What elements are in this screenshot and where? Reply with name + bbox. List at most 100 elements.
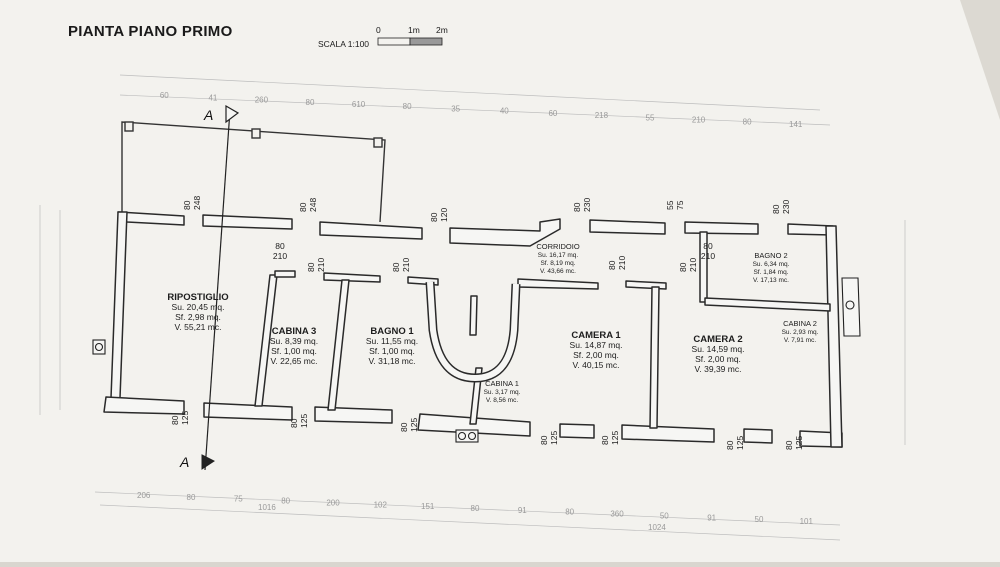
opening-width: 80 [539,435,549,445]
faint-dim-7: 35 [451,104,460,113]
faint-dim-5: 610 [352,100,366,109]
opening-width: 80 [600,435,610,445]
room-bagno2: BAGNO 2Su. 6,34 mq.Sf. 1,84 mq.V. 17,13 … [753,251,790,284]
room-sf: Sf. 1,00 mq. [271,346,317,356]
room-su: Su. 14,87 mq. [570,340,623,350]
room-name: BAGNO 1 [370,326,414,337]
room-camera1: CAMERA 1Su. 14,87 mq.Sf. 2,00 mq.V. 40,1… [570,330,623,370]
room-su: Su. 2,93 mq. [782,329,819,336]
fixtures [92,277,861,443]
faint-dim-11: 360 [610,510,624,519]
opening-height: 210 [617,256,627,270]
opening-width: 80 [182,200,192,210]
opening-height: 125 [735,436,745,450]
room-name: CAMERA 1 [571,330,621,341]
room-v: V. 7,91 mc. [784,337,816,344]
opening-width: 80 [572,202,582,212]
room-name: CABINA 3 [272,326,317,337]
opening-height: 125 [299,414,309,428]
chimney-left-circle [94,342,104,352]
faint-dim-2: 80 [187,493,196,502]
scale-tick-1m: 1m [408,25,420,35]
section-line [201,104,240,471]
section-label-bottom: A [179,454,189,470]
faint-dim-8: 40 [500,107,509,116]
faint-dim-12: 210 [692,116,706,125]
room-v: V. 39,39 mc. [695,364,742,374]
room-sf: Sf. 2,98 mq. [175,312,221,322]
faint-dim-10: 80 [565,508,574,517]
opening-height: 230 [582,198,592,212]
faint-dim-9: 60 [548,109,557,118]
room-name: BAGNO 2 [754,251,787,260]
room-v: V. 55,21 mc. [175,322,222,332]
opening-height: 125 [409,418,419,432]
opening-width: 80 [771,204,781,214]
walls [103,211,843,448]
room-cabina3: CABINA 3Su. 8,39 mq.Sf. 1,00 mq.V. 22,65… [270,326,318,366]
scale-tick-2m: 2m [436,25,448,35]
faint-dim-3: 260 [255,96,269,105]
opening-width: 80 [703,241,713,251]
opening-height: 210 [688,258,698,272]
room-name: CABINA 1 [485,379,519,388]
opening-height: 210 [701,251,715,261]
opening-height: 75 [675,200,685,210]
opening-height: 248 [308,198,318,212]
room-sf: Sf. 1,84 mq. [753,269,788,276]
opening-height: 210 [316,258,326,272]
opening-width: 55 [665,200,675,210]
faint-dim-3: 75 [234,495,243,504]
room-su: Su. 14,59 mq. [692,344,745,354]
opening-width: 80 [170,415,180,425]
faint-dim-11: 55 [646,113,655,122]
room-su: Su. 16,17 mq. [538,252,579,259]
opening-height: 210 [401,258,411,272]
opening-width: 80 [298,202,308,212]
faint-dim-13: 91 [707,513,716,522]
faint-dim-1: 206 [137,491,151,500]
room-su: Su. 6,34 mq. [753,261,790,268]
room-name: RIPOSTIGLIO [167,292,228,303]
room-su: Su. 11,55 mq. [366,336,418,346]
opening-width: 80 [399,422,409,432]
opening-width: 80 [275,241,285,251]
room-su: Su. 20,45 mq. [172,302,225,312]
room-cabina2: CABINA 2Su. 2,93 mq.V. 7,91 mc. [782,319,819,344]
opening-width: 80 [784,440,794,450]
opening-width: 80 [607,260,617,270]
room-camera2: CAMERA 2Su. 14,59 mq.Sf. 2,00 mq.V. 39,3… [692,334,745,374]
faint-dim-13: 80 [743,118,752,127]
room-su: Su. 8,39 mq. [270,336,318,346]
faint-dim-10: 218 [595,111,609,120]
opening-height: 120 [439,208,449,222]
faint-dim-6: 80 [403,102,412,111]
faint-total-left: 1016 [258,503,276,512]
opening-height: 210 [273,251,287,261]
faint-dimensions [39,74,906,541]
scale-tick-0: 0 [376,25,381,35]
room-v: V. 31,18 mc. [369,356,416,366]
faint-total-right: 1024 [648,523,666,532]
opening-width: 80 [391,262,401,272]
faint-dim-15: 101 [800,517,814,526]
